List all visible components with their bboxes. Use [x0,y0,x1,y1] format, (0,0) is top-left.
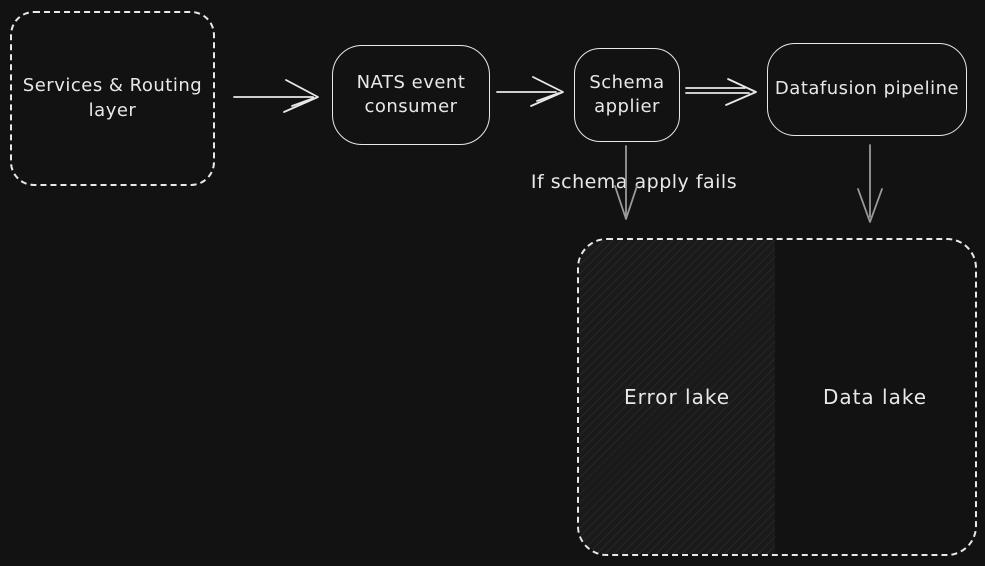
node-services-routing-layer-label: Services & Routing layer [22,75,203,121]
node-services-routing-layer: Services & Routing layer [10,11,215,186]
arrow-datafusion-to-data-lake [857,144,883,223]
node-datafusion-pipeline: Datafusion pipeline [767,43,967,136]
arrow-schema-to-datafusion [685,78,757,106]
data-lake-region: Data lake [775,240,975,554]
node-schema-applier: Schema applier [574,48,680,142]
lake-container: Error lake Data lake [577,238,977,556]
error-lake-region: Error lake [579,240,775,554]
node-nats-event-consumer-label: NATS event consumer [356,71,466,117]
node-nats-event-consumer: NATS event consumer [332,45,490,145]
edge-label-schema-apply-fails: If schema apply fails [530,171,738,193]
arrow-services-to-nats [233,79,319,113]
node-datafusion-pipeline-label: Datafusion pipeline [774,78,960,100]
error-lake-label: Error lake [623,385,731,409]
arrow-nats-to-schema [496,76,564,107]
data-lake-label: Data lake [822,385,928,409]
node-schema-applier-label: Schema applier [589,71,665,117]
